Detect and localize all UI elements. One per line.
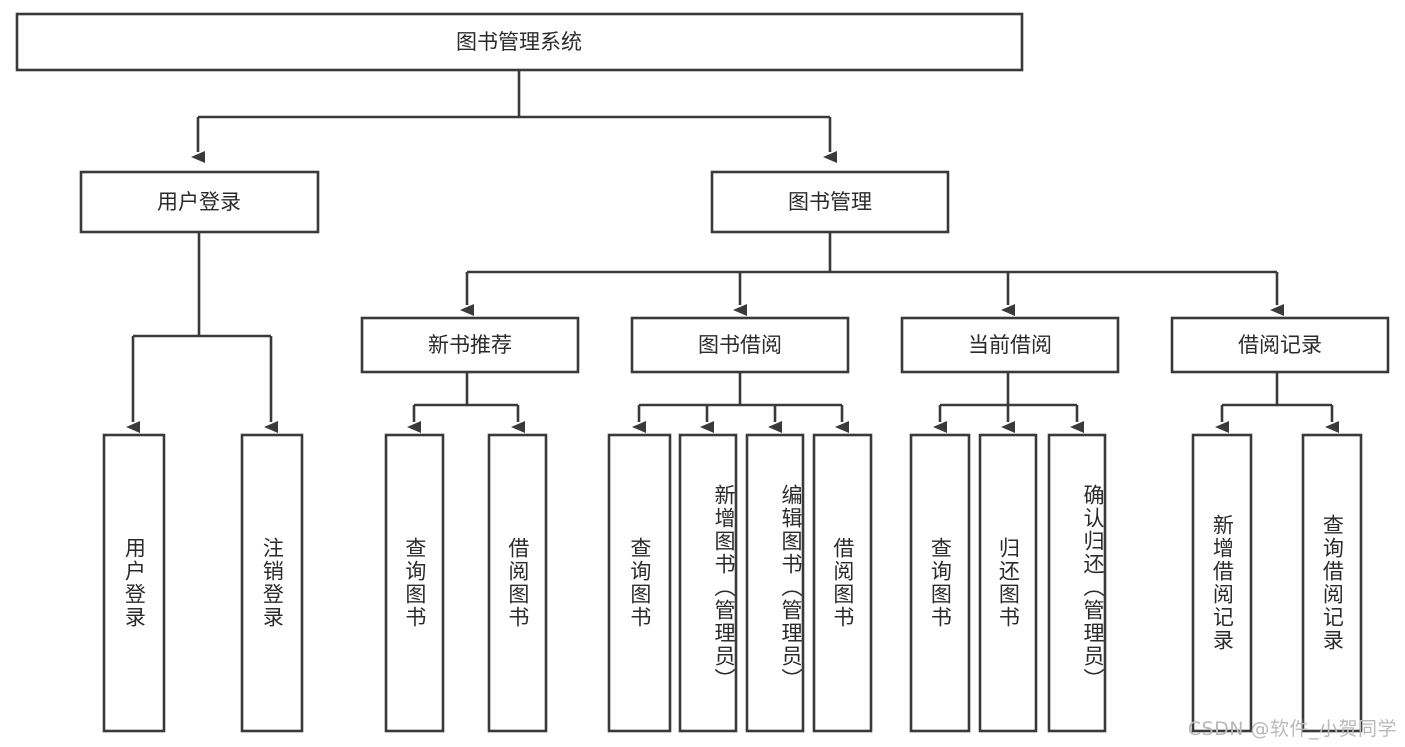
connector-currentborrow-to-leaves [933, 372, 1084, 433]
node-current-borrow-label: 当前借阅 [968, 333, 1052, 357]
node-new-book-recommend[interactable]: 新书推荐 [360, 316, 580, 374]
leaf-box-borrow-book-1[interactable] [487, 433, 548, 733]
leaf-box-add-book-admin[interactable] [678, 433, 738, 733]
connector-bookborrow-to-leaves [632, 372, 849, 433]
leaf-box-confirm-return-admin[interactable] [1047, 433, 1107, 733]
leaf-box-add-borrow-record[interactable] [1191, 433, 1253, 733]
node-current-borrow[interactable]: 当前借阅 [900, 316, 1120, 374]
node-book-borrow[interactable]: 图书借阅 [630, 316, 850, 374]
node-user-login[interactable]: 用户登录 [79, 170, 320, 234]
node-book-management[interactable]: 图书管理 [710, 170, 950, 234]
leaf-box-query-borrow-record[interactable] [1301, 433, 1363, 733]
leaf-box-return-book[interactable] [978, 433, 1038, 733]
leaf-box-query-book-1[interactable] [384, 433, 445, 733]
node-borrow-record[interactable]: 借阅记录 [1170, 316, 1390, 374]
leaf-box-query-book-3[interactable] [909, 433, 971, 733]
node-borrow-record-label: 借阅记录 [1238, 333, 1322, 357]
connector-bookmgmt-to-level3 [460, 232, 1284, 316]
connector-newbook-to-leaves [407, 372, 525, 433]
connector-borrowrecord-to-leaves [1215, 372, 1339, 433]
connector-root-to-level2 [191, 70, 837, 163]
leaf-box-logout-login[interactable] [240, 433, 304, 733]
node-root-book-management-system[interactable]: 图书管理系统 [15, 12, 1024, 72]
node-user-login-label: 用户登录 [157, 190, 241, 214]
node-root-label: 图书管理系统 [456, 30, 582, 54]
leaf-box-user-login[interactable] [102, 433, 166, 733]
leaf-box-borrow-book-2[interactable] [812, 433, 873, 733]
node-book-borrow-label: 图书借阅 [698, 333, 782, 357]
connector-userlogin-to-leaves [126, 232, 278, 433]
node-new-book-recommend-label: 新书推荐 [428, 333, 512, 357]
csdn-watermark: CSDN @软件_小贺同学 [1187, 718, 1397, 740]
leaf-box-group [102, 433, 1363, 733]
leaf-box-edit-book-admin[interactable] [745, 433, 805, 733]
node-book-management-label: 图书管理 [788, 190, 872, 214]
leaf-box-query-book-2[interactable] [607, 433, 672, 733]
